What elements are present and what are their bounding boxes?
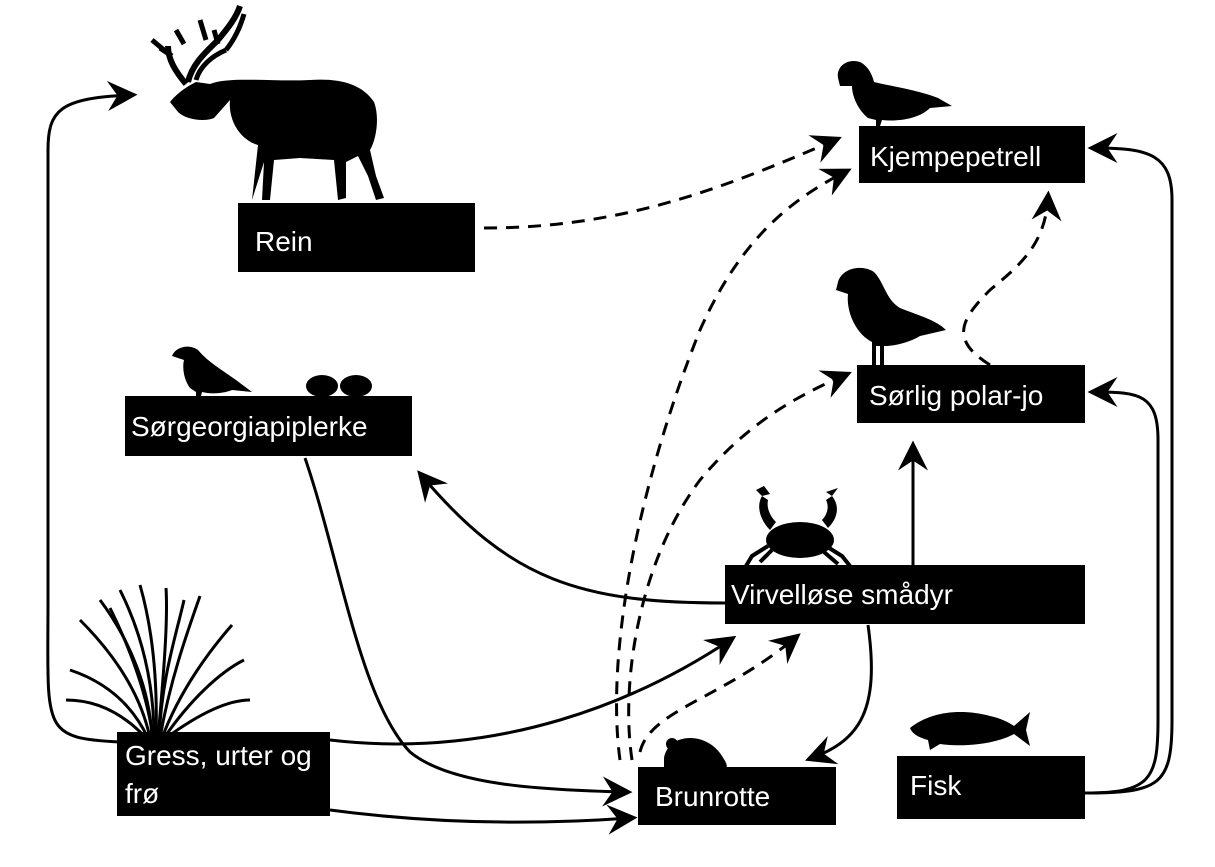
pipit-icon bbox=[172, 346, 252, 400]
node-brunrotte-label: Brunrotte bbox=[655, 781, 770, 812]
arrow-fisk-to-kjempepetrell bbox=[1084, 133, 1174, 795]
arrow-fisk-to-polar-jo bbox=[1084, 377, 1160, 795]
node-virvellose-smadyr-box bbox=[725, 565, 1085, 624]
node-rein-label: Rein bbox=[255, 226, 313, 257]
node-sorlig-polar-jo-box bbox=[857, 365, 1085, 423]
node-sorlig-polar-jo-label: Sørlig polar-jo bbox=[869, 380, 1043, 411]
node-sorgeorgiapiplerke: Sørgeorgiapiplerke bbox=[125, 396, 412, 456]
node-virvellose-smadyr: Virvelløse smådyr bbox=[725, 565, 1085, 624]
node-sorgeorgiapiplerke-box bbox=[125, 396, 412, 456]
arrow-brunrotte-to-polar-jo bbox=[627, 370, 852, 761]
arrows bbox=[46, 80, 1174, 835]
node-gress-box bbox=[117, 732, 330, 816]
arrow-gress-to-brunrotte bbox=[329, 804, 638, 835]
arrow-virvellose-to-piplerke bbox=[417, 470, 726, 605]
node-gress-label-line2: frø bbox=[125, 778, 159, 809]
node-fisk-label: Fisk bbox=[910, 770, 962, 801]
fish-icon bbox=[910, 712, 1030, 750]
eggs-icon bbox=[306, 375, 372, 397]
arrow-brunrotte-to-kjempepetrell bbox=[615, 168, 852, 761]
arrow-virvellose-to-brunrotte bbox=[804, 624, 873, 765]
node-sorgeorgiapiplerke-label: Sørgeorgiapiplerke bbox=[131, 411, 368, 442]
crab-icon bbox=[744, 486, 852, 568]
node-gress: Gress, urter og frø bbox=[117, 732, 330, 816]
skua-icon bbox=[836, 267, 946, 366]
node-brunrotte-box bbox=[638, 767, 836, 825]
node-gress-label-line1: Gress, urter og bbox=[125, 740, 312, 771]
node-kjempepetrell-box bbox=[859, 126, 1085, 183]
node-rein: Rein bbox=[238, 203, 475, 272]
arrow-polar-jo-to-kjempepetrell bbox=[962, 190, 1062, 367]
rat-icon bbox=[664, 738, 727, 768]
reindeer-icon bbox=[150, 4, 384, 200]
node-fisk: Fisk bbox=[897, 756, 1085, 819]
node-virvellose-smadyr-label: Virvelløse smådyr bbox=[731, 579, 953, 610]
giant-petrel-icon bbox=[837, 60, 952, 126]
node-fisk-box bbox=[897, 756, 1085, 819]
arrow-gress-to-rein bbox=[46, 80, 138, 744]
arrow-rein-to-kjempepetrell bbox=[483, 135, 842, 230]
node-sorlig-polar-jo: Sørlig polar-jo bbox=[857, 365, 1085, 423]
arrow-piplerke-to-brunrotte bbox=[303, 457, 633, 807]
node-brunrotte: Brunrotte bbox=[638, 767, 836, 825]
node-rein-box bbox=[238, 203, 475, 272]
arrow-gress-to-virvellose bbox=[329, 635, 737, 746]
grass-icon bbox=[65, 584, 251, 740]
arrow-brunrotte-to-virvellose bbox=[638, 633, 801, 753]
node-kjempepetrell: Kjempepetrell bbox=[859, 126, 1085, 183]
node-kjempepetrell-label: Kjempepetrell bbox=[870, 141, 1041, 172]
